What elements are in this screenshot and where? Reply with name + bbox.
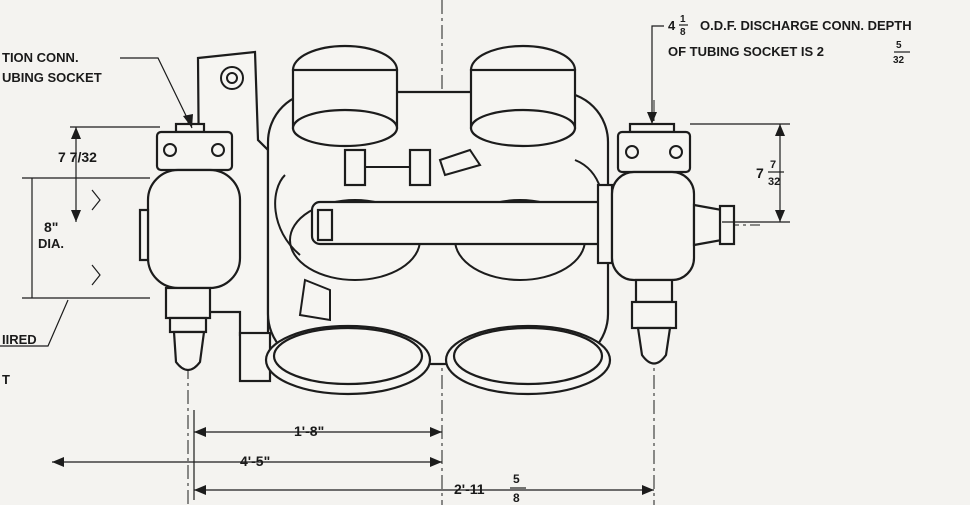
discharge-size-den: 8 <box>680 27 686 38</box>
discharge-callout-line1: O.D.F. DISCHARGE CONN. DEPTH <box>700 18 912 33</box>
suction-callout-line1: TION CONN. <box>2 50 79 65</box>
suction-callout-line2: UBING SOCKET <box>2 70 102 85</box>
horizontal-dimensions <box>52 410 654 500</box>
right-height-den: 32 <box>768 176 780 188</box>
discharge-header <box>310 183 614 265</box>
discharge-leader <box>651 25 664 124</box>
right-height-whole: 7 <box>756 165 764 181</box>
left-height-dimension <box>22 126 160 299</box>
span-4-5-label: 4'-5" <box>240 453 270 469</box>
discharge-size-num: 1 <box>680 14 686 25</box>
suction-valve <box>138 122 242 372</box>
span-1-8-label: 1'-8" <box>294 423 324 439</box>
dia-label-top: 8" <box>44 219 58 235</box>
discharge-size-whole: 4 <box>668 18 676 33</box>
discharge-depth-den: 32 <box>893 55 905 66</box>
required-leader <box>0 299 69 347</box>
required-callout: IIRED <box>2 332 37 347</box>
discharge-callout-line2: OF TUBING SOCKET IS 2 <box>668 44 824 59</box>
left-height-label: 7 7/32 <box>58 149 97 165</box>
span-2-11-den: 8 <box>513 491 520 505</box>
span-2-11-whole: 2'-11 <box>454 481 485 497</box>
right-height-num: 7 <box>770 159 776 171</box>
right-height-dimension <box>690 123 790 223</box>
discharge-valve <box>610 122 736 365</box>
span-2-11-num: 5 <box>513 472 520 486</box>
t-fragment: T <box>2 372 10 387</box>
discharge-depth-num: 5 <box>896 40 902 51</box>
dia-label-bottom: DIA. <box>38 236 64 251</box>
suction-leader <box>120 57 193 129</box>
